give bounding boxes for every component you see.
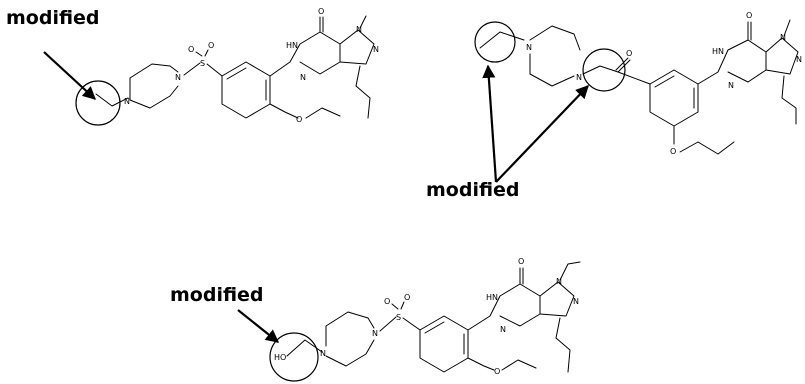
atom-label-n: N <box>300 73 306 82</box>
atom-label-n: N <box>500 325 506 334</box>
acyl-linker <box>582 57 631 75</box>
atom-label-n: N <box>373 45 379 54</box>
atom-label-o: O <box>208 41 214 50</box>
propyl-chain <box>781 75 797 125</box>
callout-arrow-right <box>495 85 589 183</box>
atom-label-o: O <box>188 45 194 54</box>
ethyl-chain <box>95 93 129 107</box>
pyrimidinone-ring <box>697 39 767 85</box>
atom-label-s: S <box>200 59 205 68</box>
bond <box>183 62 201 76</box>
benzene-ring <box>419 315 469 373</box>
pyrazole-ring <box>339 29 375 65</box>
bond <box>379 316 397 332</box>
pyrazole-ring <box>765 37 799 75</box>
atom-label-n: N <box>372 329 378 338</box>
n-methyl <box>359 15 367 29</box>
sulfonyl-bonds <box>195 49 223 77</box>
carbonyl <box>319 16 324 33</box>
atom-label-o: O <box>670 147 676 156</box>
atom-label-o: O <box>494 367 500 376</box>
atom-label-n: N <box>124 97 130 106</box>
atom-label-o: O <box>404 293 410 302</box>
n-methyl <box>559 261 581 281</box>
ethoxy-tail <box>501 359 537 371</box>
ethoxy-chain <box>269 103 299 119</box>
atom-label-n: N <box>780 33 786 42</box>
benzene-ring <box>221 61 271 119</box>
atom-label-hn: HN <box>286 41 298 50</box>
piperazine-ring <box>129 63 179 109</box>
atom-label-n: N <box>728 81 734 90</box>
pyrazole-ring <box>539 281 575 317</box>
atom-label-o: O <box>626 49 632 58</box>
atom-label-n: N <box>175 73 181 82</box>
sulfonyl-bonds <box>391 301 421 331</box>
carbonyl <box>747 21 752 41</box>
modification-circle <box>269 332 319 382</box>
molecule-top-right: N N O O HN N O N N modified <box>426 11 802 201</box>
atom-label-o: O <box>384 297 390 306</box>
atom-label-hn: HN <box>486 293 498 302</box>
hydroxyethyl-chain <box>286 339 323 357</box>
callout-label-top-right: modified <box>426 179 520 201</box>
atom-label-n: N <box>573 297 579 306</box>
atom-label-n: N <box>320 349 326 358</box>
callout-label-bottom: modified <box>170 284 264 306</box>
atom-label-ho: HO <box>274 353 286 362</box>
piperazine-ring <box>325 311 375 367</box>
atom-label-o: O <box>518 257 524 266</box>
atom-label-s: S <box>396 313 401 322</box>
ethoxy-chain <box>467 357 495 371</box>
piperazine-ring <box>529 25 581 87</box>
atom-label-o: O <box>318 7 324 16</box>
atom-label-n: N <box>796 55 802 64</box>
modification-circle <box>474 21 516 63</box>
atom-label-n: N <box>356 25 362 34</box>
callout-arrow-left <box>482 64 498 183</box>
pyrimidinone-ring <box>269 31 341 77</box>
atom-label-hn: HN <box>712 47 724 56</box>
modification-circle <box>75 80 121 126</box>
pyrimidinone-ring <box>467 283 541 331</box>
bond <box>617 71 651 85</box>
atom-label-o: O <box>746 11 752 20</box>
n-methyl <box>783 19 791 37</box>
modification-circle <box>582 48 626 92</box>
ethoxy-tail <box>679 141 735 155</box>
molecule-top-left: modified N N S O O O HN N O N N <box>6 7 379 126</box>
atom-label-n: N <box>556 277 562 286</box>
callout-arrow-top-left <box>43 51 96 100</box>
benzene-ring <box>649 69 699 127</box>
ethyl-chain <box>479 31 525 49</box>
atom-label-n: N <box>576 73 582 82</box>
propyl-chain <box>555 317 571 373</box>
atom-label-o: O <box>296 115 302 124</box>
ethoxy-tail <box>305 107 341 119</box>
molecule-bottom: modified HO N N S O O O HN N O N N <box>170 257 581 382</box>
propyl-chain <box>355 65 371 119</box>
carbonyl <box>519 267 524 285</box>
callout-label-top-left: modified <box>6 7 100 29</box>
callout-arrow-bottom <box>237 309 280 343</box>
atom-label-n: N <box>526 43 532 52</box>
